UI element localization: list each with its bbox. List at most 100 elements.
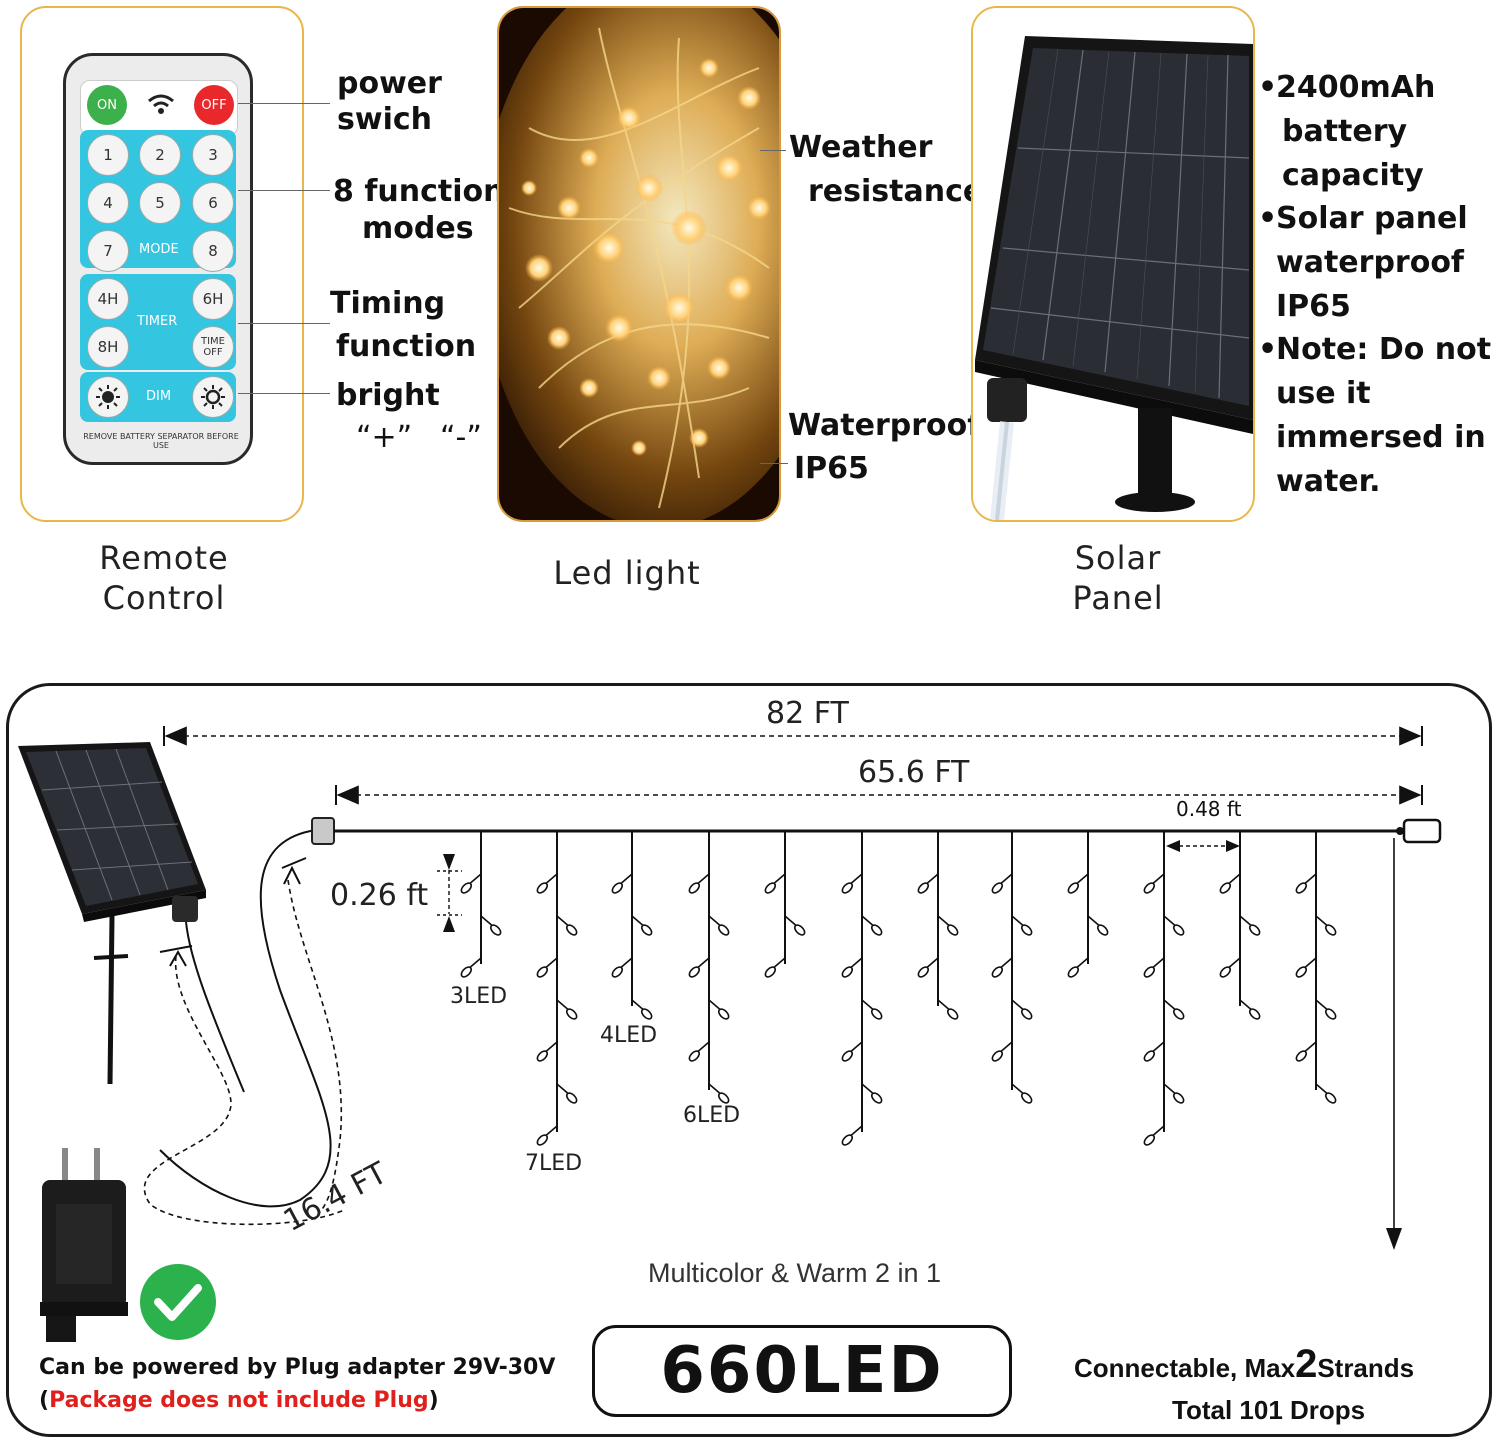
feature-note: • Note: Do not use it immersed in water. bbox=[1258, 328, 1492, 504]
led-bulb bbox=[1067, 882, 1080, 894]
led-bulb bbox=[1143, 1134, 1156, 1146]
led-bulb bbox=[565, 1092, 578, 1104]
led-bulb bbox=[1143, 1050, 1156, 1062]
bullet-dot: • bbox=[1258, 70, 1278, 105]
waterproof-label-2: IP65 bbox=[794, 451, 869, 486]
key-7[interactable]: 7 bbox=[87, 230, 129, 272]
modes-label-1: 8 function bbox=[333, 174, 505, 209]
timer-6h-button[interactable]: 6H bbox=[192, 278, 234, 320]
weather-label-2: resistance bbox=[808, 174, 984, 209]
led-bulb bbox=[565, 1008, 578, 1020]
on-button[interactable]: ON bbox=[87, 85, 127, 125]
led-bulb bbox=[1020, 1008, 1033, 1020]
remote-caption-2: Control bbox=[102, 579, 226, 617]
led-bulb bbox=[1172, 924, 1185, 936]
led-bulb bbox=[841, 966, 854, 978]
bullet-dot: • bbox=[1258, 332, 1278, 367]
drop-7led-label: 7LED bbox=[525, 1151, 583, 1176]
led-bulb bbox=[917, 966, 930, 978]
package-note-line: (Package does not include Plug) bbox=[39, 1388, 439, 1413]
remote-control: ON OFF 1 2 3 4 5 6 7 MODE 8 4H 6H TIMER … bbox=[63, 53, 253, 465]
sun-bright-icon bbox=[96, 385, 120, 409]
led-bulb bbox=[1324, 924, 1337, 936]
off-button[interactable]: OFF bbox=[194, 85, 234, 125]
led-bulb bbox=[1143, 966, 1156, 978]
led-bulb bbox=[1295, 882, 1308, 894]
led-bulb bbox=[1295, 1050, 1308, 1062]
feature-waterproof-line1: Solar panel bbox=[1276, 201, 1468, 236]
drop-spacing-marker bbox=[1166, 840, 1240, 852]
led-bulb bbox=[640, 924, 653, 936]
battery-note: REMOVE BATTERY SEPARATOR BEFORE USE bbox=[83, 432, 239, 450]
key-3[interactable]: 3 bbox=[192, 134, 234, 176]
timing-label-2: function bbox=[336, 329, 477, 364]
drop-4led-label: 4LED bbox=[600, 1023, 658, 1048]
led-spacing-marker bbox=[437, 854, 462, 932]
mode-label: MODE bbox=[139, 242, 179, 257]
time-off-line1: TIME bbox=[200, 336, 225, 347]
dim-plus-button[interactable] bbox=[87, 376, 129, 418]
diagram-frame bbox=[6, 683, 1492, 1437]
key-6[interactable]: 6 bbox=[192, 182, 234, 224]
feature-battery-line3: capacity bbox=[1282, 158, 1424, 193]
feature-note-line4: water. bbox=[1276, 464, 1381, 499]
led-bulb bbox=[688, 966, 701, 978]
connectable-line: Connectable, Max2Strands bbox=[1074, 1342, 1414, 1387]
solar-caption-2: Panel bbox=[1072, 579, 1164, 617]
led-bulb bbox=[688, 882, 701, 894]
waterproof-callout-line bbox=[760, 463, 788, 464]
key-5[interactable]: 5 bbox=[139, 182, 181, 224]
led-bulb bbox=[688, 1050, 701, 1062]
led-bulb bbox=[1219, 882, 1232, 894]
key-8[interactable]: 8 bbox=[192, 230, 234, 272]
solar-panel-small-icon bbox=[18, 742, 245, 1093]
led-count-badge: 660LED bbox=[592, 1325, 1012, 1417]
led-bulb bbox=[1172, 1092, 1185, 1104]
led-bulb bbox=[1248, 924, 1261, 936]
minus-label: “-” bbox=[440, 420, 482, 455]
dim-minus-button[interactable] bbox=[192, 376, 234, 418]
feature-battery-line2: battery bbox=[1282, 114, 1408, 149]
time-off-button[interactable]: TIME OFF bbox=[192, 326, 234, 368]
led-bulb bbox=[536, 1134, 549, 1146]
led-bulb bbox=[611, 882, 624, 894]
led-bulb bbox=[870, 1092, 883, 1104]
led-lights-image bbox=[499, 8, 779, 520]
led-bulb bbox=[1324, 1092, 1337, 1104]
key-1[interactable]: 1 bbox=[87, 134, 129, 176]
led-bulb bbox=[1324, 1008, 1337, 1020]
led-bulb bbox=[991, 882, 1004, 894]
led-bulb bbox=[489, 924, 502, 936]
led-bulb bbox=[1295, 966, 1308, 978]
key-4[interactable]: 4 bbox=[87, 182, 129, 224]
feature-waterproof-line3: IP65 bbox=[1276, 289, 1351, 324]
led-bulb bbox=[1172, 1008, 1185, 1020]
connect-number: 2 bbox=[1295, 1342, 1318, 1386]
plug-adapter-icon bbox=[40, 1148, 128, 1342]
start-connector bbox=[311, 817, 335, 845]
key-2[interactable]: 2 bbox=[139, 134, 181, 176]
led-bulb bbox=[946, 924, 959, 936]
led-bulb bbox=[764, 966, 777, 978]
led-bulb bbox=[841, 1050, 854, 1062]
power-label-2: swich bbox=[337, 102, 432, 137]
feature-note-line1: Note: Do not bbox=[1276, 332, 1492, 367]
wifi-icon bbox=[146, 92, 176, 120]
led-bulb bbox=[1067, 966, 1080, 978]
led-bulb bbox=[841, 882, 854, 894]
timer-8h-button[interactable]: 8H bbox=[87, 326, 129, 368]
bright-callout-line bbox=[238, 393, 330, 394]
solar-caption-1: Solar bbox=[1074, 539, 1162, 577]
color-mode-label: Multicolor & Warm 2 in 1 bbox=[648, 1258, 942, 1288]
led-bulb bbox=[1143, 882, 1156, 894]
icicle-drops bbox=[460, 832, 1337, 1146]
led-bulb bbox=[717, 924, 730, 936]
led-bulb bbox=[460, 966, 473, 978]
led-spacing-label: 0.26 ft bbox=[330, 878, 429, 913]
led-caption: Led light bbox=[553, 554, 701, 592]
led-bulb bbox=[917, 882, 930, 894]
connect-suffix: Strands bbox=[1317, 1353, 1415, 1383]
led-bulb bbox=[870, 1008, 883, 1020]
timer-4h-button[interactable]: 4H bbox=[87, 278, 129, 320]
